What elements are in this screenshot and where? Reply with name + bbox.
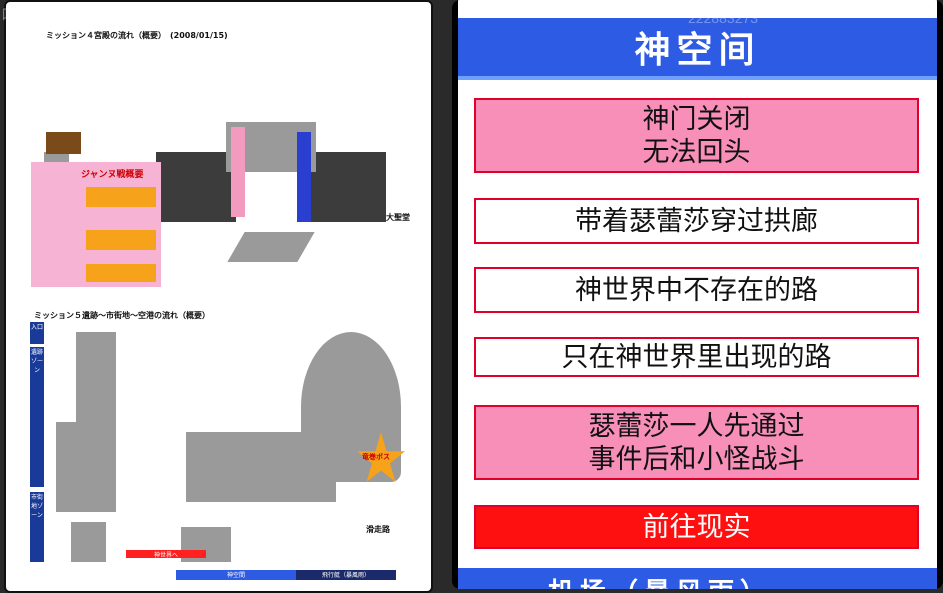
legend-hikoutei: 飛行艇（暴風雨） bbox=[296, 570, 396, 580]
option-line: 神世界中不存在的路 bbox=[575, 274, 818, 307]
corner-watermark: 咖啡模式 bbox=[2, 2, 66, 26]
zone-label-city: 市街地ゾーン bbox=[30, 492, 44, 562]
to-god-world-arrow: 神世界へ bbox=[126, 550, 206, 558]
option-line: 带着瑟蕾莎穿过拱廊 bbox=[575, 205, 818, 238]
watermark: Media Foot 222883273 bbox=[688, 0, 758, 26]
jeanne-note bbox=[86, 187, 156, 207]
zone-label-ruins: 遺跡ゾーン bbox=[30, 347, 44, 487]
mission4-title: ミッション４宮殿の流れ（概要） (2008/01/15) bbox=[46, 30, 228, 41]
cathedral-label: 大聖堂 bbox=[386, 212, 410, 223]
legend-kamisora: 神空間 bbox=[176, 570, 296, 580]
panel-content: 神空间 Media Foot 222883273 神门关闭 无法回头 带着瑟蕾莎… bbox=[458, 0, 937, 589]
cathedral-block bbox=[156, 152, 236, 222]
watermark-line2: 222883273 bbox=[688, 11, 758, 26]
panel-title: 神空间 bbox=[634, 21, 760, 73]
option-god-world-road: 只在神世界里出现的路 bbox=[474, 337, 919, 377]
bottom-band: 机场（暴风雨） bbox=[458, 568, 937, 589]
god-space-panel: 神空间 Media Foot 222883273 神门关闭 无法回头 带着瑟蕾莎… bbox=[452, 0, 943, 589]
option-nonexistent-road: 神世界中不存在的路 bbox=[474, 267, 919, 313]
option-line: 神门关闭 bbox=[643, 103, 751, 136]
option-through-arcade: 带着瑟蕾莎穿过拱廊 bbox=[474, 198, 919, 244]
tornado-boss-label: 竜巻ボス bbox=[362, 452, 390, 462]
option-door-closed: 神门关闭 无法回头 bbox=[474, 98, 919, 173]
ruins-path bbox=[56, 422, 116, 512]
option-line: 瑟蕾莎一人先通过 bbox=[589, 410, 805, 443]
bridge bbox=[227, 232, 314, 262]
cathedral-block bbox=[306, 152, 386, 222]
city-gate bbox=[71, 522, 106, 562]
option-line: 只在神世界里出现的路 bbox=[562, 341, 832, 374]
option-line: 前往现实 bbox=[643, 511, 751, 544]
mission5-title: ミッション５遺跡～市街地～空港の流れ（概要） bbox=[34, 310, 210, 321]
panel-header: 神空间 bbox=[458, 18, 937, 80]
jeanne-note bbox=[86, 264, 156, 282]
zone-label-entrance: 入口 bbox=[30, 322, 44, 344]
option-line: 无法回头 bbox=[643, 136, 751, 169]
blue-tower bbox=[297, 132, 311, 222]
runway-label: 滑走路 bbox=[366, 524, 390, 535]
jeanne-title: ジャンヌ戦概要 bbox=[81, 167, 144, 180]
goal-chest bbox=[46, 132, 81, 154]
pink-tower bbox=[231, 127, 245, 217]
jeanne-note bbox=[86, 230, 156, 250]
option-cereza-first: 瑟蕾莎一人先通过 事件后和小怪战斗 bbox=[474, 405, 919, 480]
mission-flow-document: ミッション４宮殿の流れ（概要） (2008/01/15) 大聖堂 ジャンヌ戦概要… bbox=[4, 0, 433, 593]
option-line: 事件后和小怪战斗 bbox=[589, 443, 805, 476]
option-to-reality: 前往现实 bbox=[474, 505, 919, 549]
bottom-text: 机场（暴风雨） bbox=[548, 572, 772, 589]
